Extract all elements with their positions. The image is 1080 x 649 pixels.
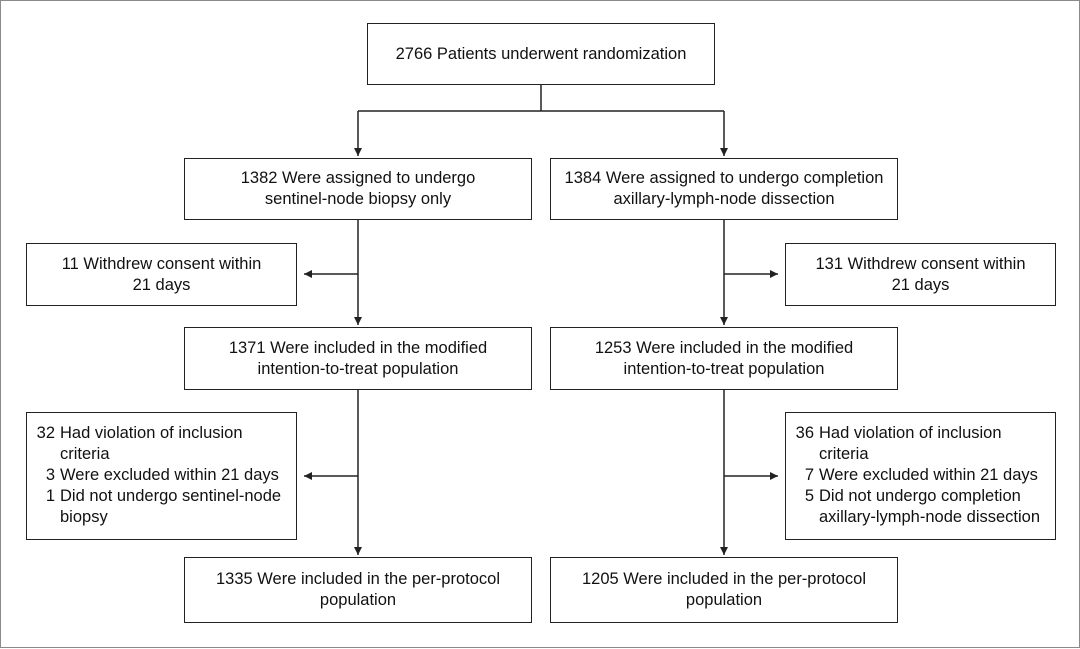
left-pp-line1: 1335 Were included in the per-protocol: [215, 570, 501, 588]
randomization-box: 2766 Patients underwent randomization: [367, 23, 715, 85]
right-assigned-box: 1384 Were assigned to undergo completion…: [550, 158, 898, 220]
left-exclusion-text: Had violation of inclusion: [60, 424, 243, 442]
left-per-protocol-box: 1335 Were included in the per-protocol p…: [184, 557, 532, 623]
left-assigned-line1: 1382 Were assigned to undergo: [240, 169, 476, 187]
right-withdrew-box: 131 Withdrew consent within 21 days: [785, 243, 1056, 306]
left-exclusion-text: Did not undergo sentinel-node: [60, 487, 282, 505]
left-exclusion-item: 1 Did not undergo sentinel-node: [33, 486, 290, 507]
left-withdrew-box: 11 Withdrew consent within 21 days: [26, 243, 297, 306]
left-exclusion-count: 32: [36, 424, 55, 442]
left-pp-line2: population: [319, 591, 397, 609]
right-exclusion-item: 5 Did not undergo completion: [792, 486, 1049, 507]
right-exclusion-count: 36: [795, 424, 814, 442]
right-exclusions-box: 36 Had violation of inclusion criteria 7…: [785, 412, 1056, 540]
left-exclusion-continuation: criteria: [33, 444, 290, 465]
right-exclusion-text: Had violation of inclusion: [819, 424, 1002, 442]
left-exclusion-item: 3 Were excluded within 21 days: [33, 465, 290, 486]
left-mitt-box: 1371 Were included in the modified inten…: [184, 327, 532, 390]
right-exclusion-continuation: criteria: [792, 444, 1049, 465]
right-exclusion-item: 36 Had violation of inclusion: [792, 423, 1049, 444]
right-mitt-line1: 1253 Were included in the modified: [594, 338, 854, 357]
right-exclusion-cont-text: criteria: [819, 445, 869, 463]
left-assigned-line2: sentinel-node biopsy only: [264, 190, 452, 208]
left-mitt-line2: intention-to-treat population: [257, 359, 459, 378]
left-exclusion-count: 3: [45, 466, 55, 484]
left-exclusion-cont-text: criteria: [60, 445, 110, 463]
left-exclusions-box: 32 Had violation of inclusion criteria 3…: [26, 412, 297, 540]
right-exclusion-count: 5: [804, 487, 814, 505]
left-withdrew-line1: 11 Withdrew consent within: [61, 254, 262, 273]
left-exclusion-count: 1: [45, 487, 55, 505]
right-exclusion-item: 7 Were excluded within 21 days: [792, 465, 1049, 486]
right-exclusion-count: 7: [804, 466, 814, 484]
right-assigned-line1: 1384 Were assigned to undergo completion: [564, 169, 884, 187]
right-mitt-line2: intention-to-treat population: [623, 359, 825, 378]
right-withdrew-line1: 131 Withdrew consent within: [815, 254, 1026, 273]
left-assigned-box: 1382 Were assigned to undergo sentinel-n…: [184, 158, 532, 220]
left-exclusion-cont-text: biopsy: [60, 508, 108, 526]
right-withdrew-line2: 21 days: [891, 275, 950, 294]
left-exclusion-continuation: biopsy: [33, 507, 290, 528]
right-mitt-box: 1253 Were included in the modified inten…: [550, 327, 898, 390]
randomization-text: 2766 Patients underwent randomization: [395, 44, 687, 63]
left-exclusion-text: Were excluded within 21 days: [60, 466, 279, 484]
right-exclusion-text: Were excluded within 21 days: [819, 466, 1038, 484]
right-pp-line1: 1205 Were included in the per-protocol: [581, 570, 867, 588]
left-exclusion-item: 32 Had violation of inclusion: [33, 423, 290, 444]
right-exclusion-continuation: axillary-lymph-node dissection: [792, 507, 1049, 528]
right-assigned-line2: axillary-lymph-node dissection: [613, 190, 835, 208]
left-mitt-line1: 1371 Were included in the modified: [228, 338, 488, 357]
right-exclusion-cont-text: axillary-lymph-node dissection: [819, 508, 1041, 526]
right-pp-line2: population: [685, 591, 763, 609]
left-withdrew-line2: 21 days: [132, 275, 191, 294]
right-exclusion-text: Did not undergo completion: [819, 487, 1021, 505]
right-per-protocol-box: 1205 Were included in the per-protocol p…: [550, 557, 898, 623]
